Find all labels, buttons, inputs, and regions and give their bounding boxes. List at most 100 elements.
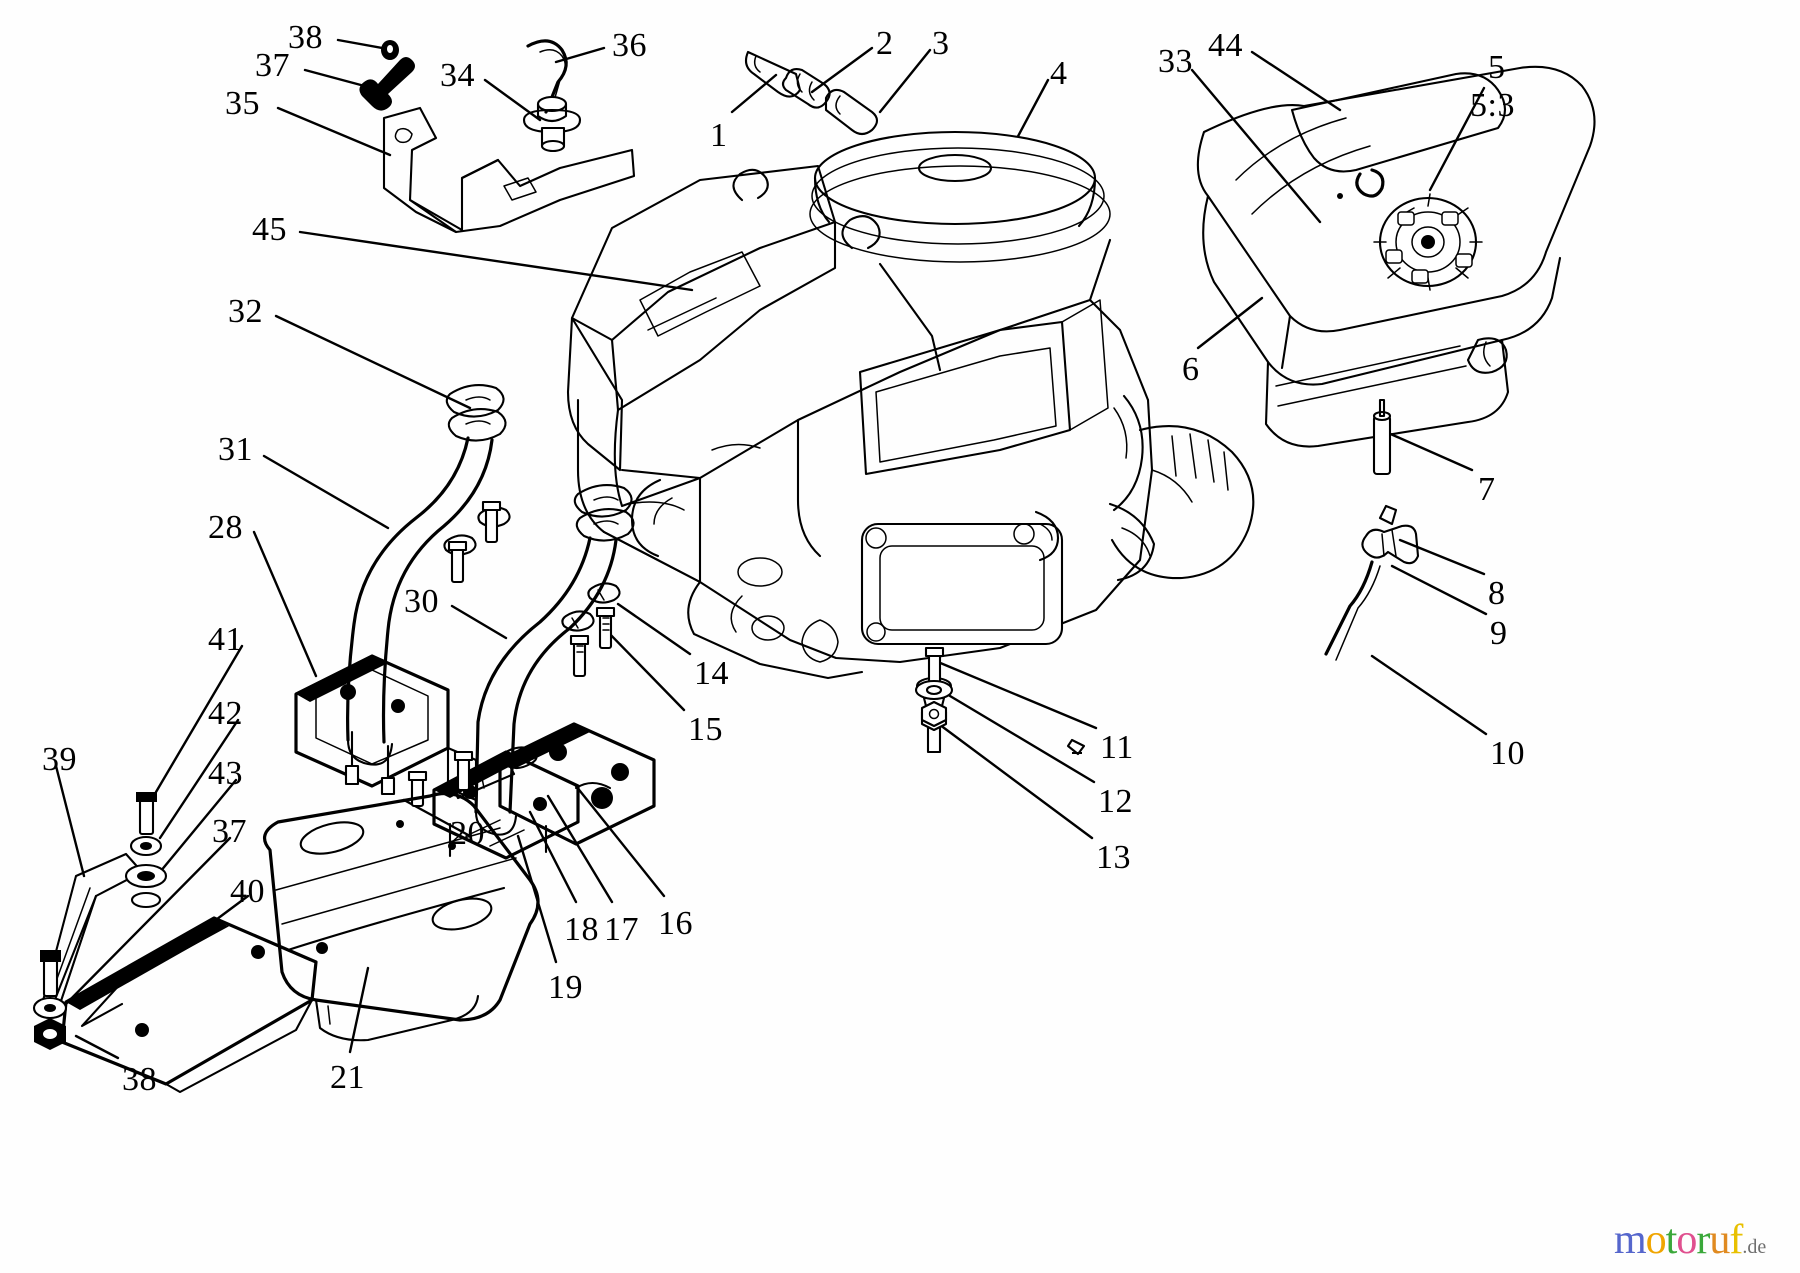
leader-line-31 — [262, 454, 390, 530]
leader-line-37 — [58, 836, 232, 1012]
callout-45: 45 — [252, 211, 287, 248]
watermark-letter: r — [1696, 1217, 1710, 1263]
callout-37: 37 — [212, 813, 247, 850]
leader-line-30 — [450, 604, 508, 640]
callout-6: 6 — [1182, 351, 1200, 388]
control-bracket-art — [382, 106, 636, 234]
leader-line-32 — [274, 314, 472, 410]
leader-line-11 — [936, 660, 1098, 730]
callout-38: 38 — [288, 19, 323, 56]
leader-line-28 — [252, 530, 318, 678]
fuel-tank-art — [1196, 65, 1596, 448]
leader-line-43 — [158, 778, 238, 874]
callout-7: 7 — [1478, 471, 1496, 508]
leader-line-34 — [483, 78, 542, 122]
callout-28: 28 — [208, 509, 243, 546]
leader-line-39 — [54, 764, 86, 878]
watermark-suffix: .de — [1742, 1236, 1767, 1258]
watermark-letter: u — [1709, 1217, 1730, 1263]
callout-30: 30 — [404, 583, 439, 620]
leader-line-13 — [926, 714, 1094, 840]
leader-line-10 — [1370, 654, 1488, 736]
leader-line-3 — [878, 48, 932, 114]
callout-12: 12 — [1098, 783, 1133, 820]
callout-17: 17 — [604, 911, 639, 948]
watermark-letter: f — [1729, 1217, 1743, 1263]
leader-line-14 — [616, 602, 692, 656]
leader-line-8 — [1398, 538, 1486, 576]
watermark-letter: o — [1676, 1217, 1697, 1263]
leader-line-5 — [1428, 86, 1486, 192]
engine-assembly-art — [566, 130, 1255, 680]
callout-39: 39 — [42, 741, 77, 778]
leader-line-35 — [276, 106, 392, 157]
watermark-letter: t — [1665, 1217, 1678, 1263]
callout-5-3: 5:3 — [1470, 87, 1515, 124]
left-fastener-stack-art — [124, 792, 168, 909]
leader-line-17 — [546, 794, 614, 904]
leader-line-41 — [154, 644, 244, 794]
fuel-valve-art — [1324, 504, 1420, 661]
watermark-letter: m — [1614, 1217, 1647, 1263]
tank-mount-pin-art — [1372, 398, 1392, 476]
leader-line-18 — [528, 810, 578, 904]
choke-cable-art — [522, 39, 582, 153]
heat-shield-bracket-art — [294, 654, 478, 802]
callout-18: 18 — [564, 911, 599, 948]
callout-19: 19 — [548, 969, 583, 1006]
callout-1: 1 — [710, 117, 728, 154]
callout-15: 15 — [688, 711, 723, 748]
muffler-art — [262, 792, 540, 1042]
leader-line-4 — [1014, 78, 1050, 142]
bottom-fastener-stack-art — [32, 950, 68, 1050]
callout-13: 13 — [1096, 839, 1131, 876]
leader-line-2 — [810, 46, 874, 94]
leader-line-15 — [602, 626, 686, 712]
leader-line-6 — [1196, 296, 1264, 350]
callout-33: 33 — [1158, 43, 1193, 80]
leader-line-7 — [1384, 430, 1474, 472]
callout-5: 5 — [1488, 49, 1506, 86]
callout-10: 10 — [1490, 735, 1525, 772]
callout-36: 36 — [612, 27, 647, 64]
watermark-letter: o — [1645, 1217, 1667, 1263]
callout-37: 37 — [255, 47, 290, 84]
leader-line-33 — [1190, 68, 1322, 224]
callout-2: 2 — [876, 25, 894, 62]
leader-line-42 — [158, 718, 240, 840]
leader-line-1 — [730, 73, 778, 114]
leader-line-37 — [303, 68, 374, 90]
callout-4: 4 — [1050, 55, 1068, 92]
exhaust-fasteners-art — [443, 500, 621, 678]
callout-3: 3 — [932, 25, 950, 62]
leader-line-16 — [574, 784, 666, 898]
leader-line-38 — [74, 1034, 120, 1060]
leader-line-44 — [1250, 50, 1342, 112]
engine-mount-hardware-stack — [914, 646, 954, 728]
callout-42: 42 — [208, 695, 243, 732]
top-fasteners-art — [359, 40, 415, 111]
callout-14: 14 — [694, 655, 729, 692]
callout-8: 8 — [1488, 575, 1506, 612]
leader-lines — [54, 38, 1488, 1060]
callout-21: 21 — [330, 1059, 365, 1096]
leader-line-21 — [348, 966, 370, 1054]
callout-32: 32 — [228, 293, 263, 330]
muffler-bracket-plate-art — [407, 722, 656, 846]
callout-31: 31 — [218, 431, 253, 468]
leader-line-38 — [336, 38, 384, 50]
callout-38: 38 — [122, 1061, 157, 1098]
exhaust-left-art — [346, 384, 507, 766]
callout-11: 11 — [1100, 729, 1134, 766]
callout-34: 34 — [440, 57, 475, 94]
motoruf-watermark: motoruf.de — [1614, 1216, 1766, 1264]
callout-9: 9 — [1490, 615, 1508, 652]
callout-16: 16 — [658, 905, 693, 942]
callout-43: 43 — [208, 755, 243, 792]
leader-line-45 — [298, 230, 694, 292]
fuel-line-connector-art — [744, 50, 879, 136]
callout-35: 35 — [225, 85, 260, 122]
callout-40: 40 — [230, 873, 265, 910]
